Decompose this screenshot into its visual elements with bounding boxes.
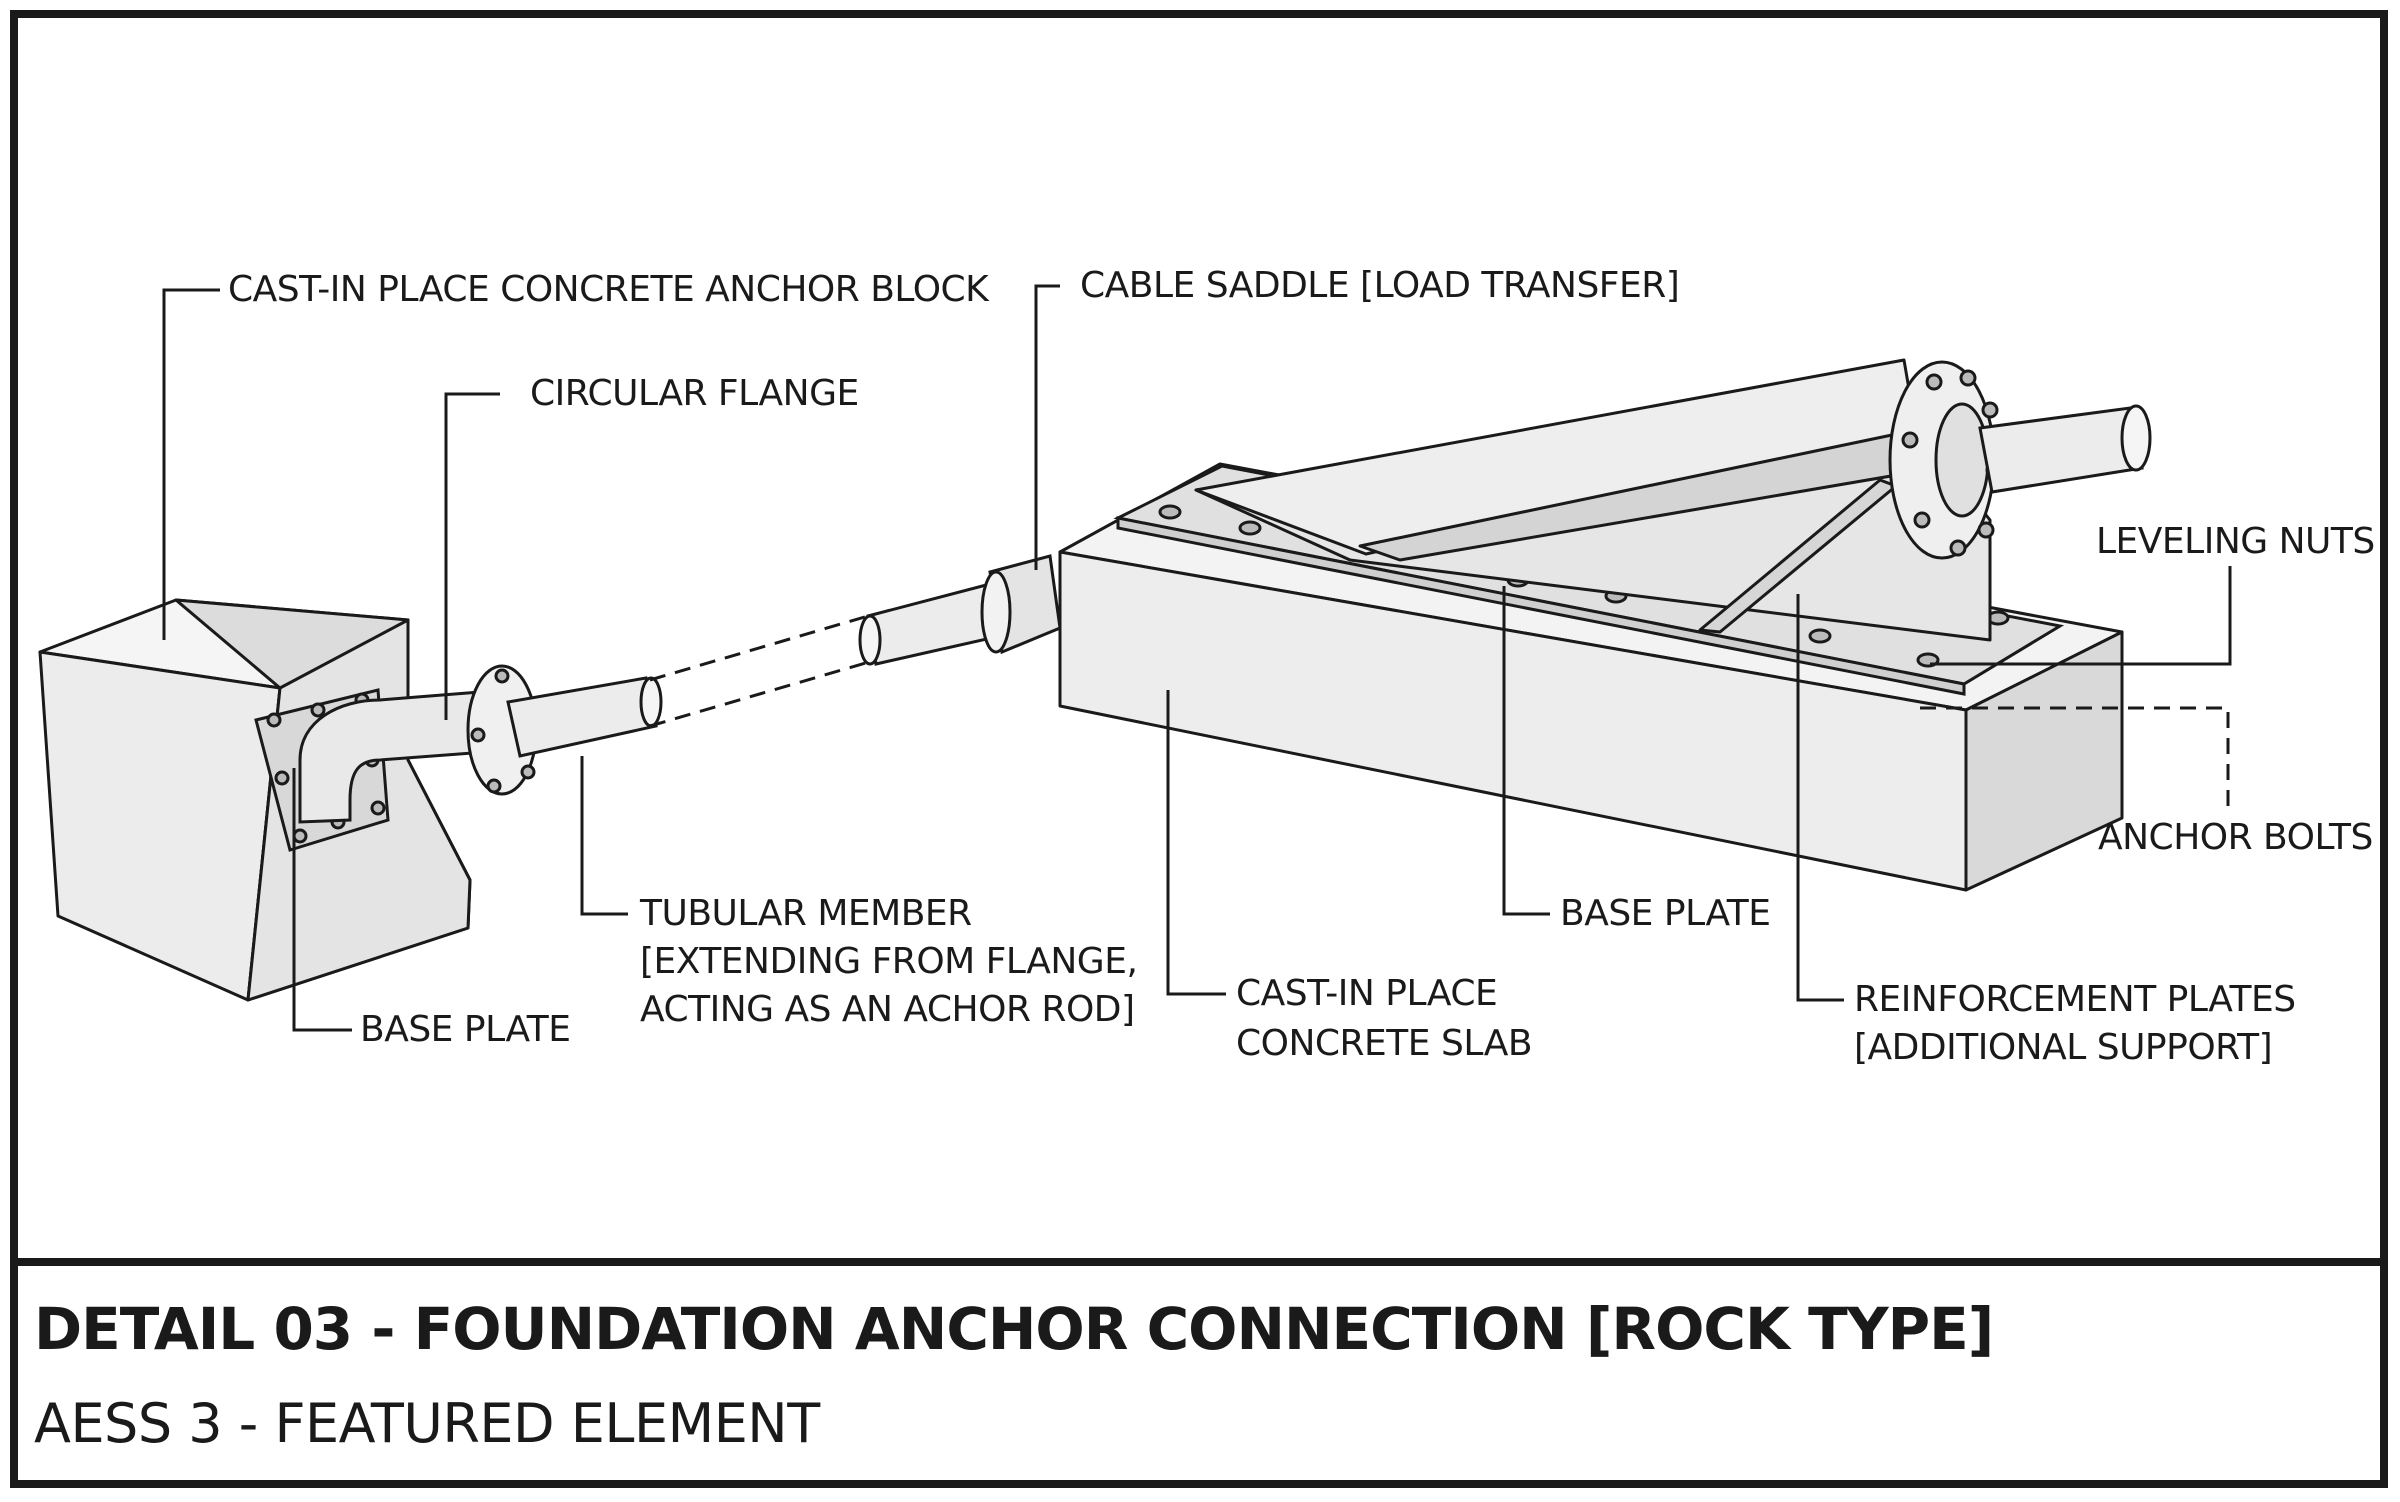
anchor-block — [38, 598, 472, 1002]
dashed-rod-lines — [649, 614, 877, 728]
tubular-member-shape — [506, 676, 663, 758]
label-circular-flange: CIRCULAR FLANGE — [530, 373, 859, 414]
label-reinforcement-2: [ADDITIONAL SUPPORT] — [1854, 1027, 2273, 1068]
label-anchor-bolts: ANCHOR BOLTS — [2098, 817, 2373, 858]
leader-lines — [162, 284, 2232, 1032]
cable-saddle-shape — [1194, 358, 1992, 642]
detail-subtitle: AESS 3 - FEATURED ELEMENT — [34, 1392, 820, 1455]
label-anchor-block: CAST-IN PLACE CONCRETE ANCHOR BLOCK — [228, 269, 989, 310]
label-tubular-member-1: TUBULAR MEMBER — [640, 893, 972, 934]
label-tubular-member-3: ACTING AS AN ACHOR ROD] — [640, 989, 1135, 1030]
label-base-plate-right: BASE PLATE — [1560, 893, 1771, 934]
right-rod-end — [858, 554, 1062, 666]
label-base-plate-left: BASE PLATE — [360, 1009, 571, 1050]
label-concrete-slab-2: CONCRETE SLAB — [1236, 1023, 1533, 1064]
label-leveling-nuts: LEVELING NUTS — [2096, 521, 2375, 562]
label-tubular-member-2: [EXTENDING FROM FLANGE, — [640, 941, 1138, 982]
outer-border — [10, 10, 2388, 1488]
right-flange-shape — [1888, 360, 2003, 560]
right-rod-shape — [1978, 404, 2152, 494]
detail-title: DETAIL 03 - FOUNDATION ANCHOR CONNECTION… — [34, 1295, 1994, 1363]
label-reinforcement-1: REINFORCEMENT PLATES — [1854, 979, 2296, 1020]
label-cable-saddle: CABLE SADDLE [LOAD TRANSFER] — [1080, 265, 1680, 306]
label-concrete-slab-1: CAST-IN PLACE — [1236, 973, 1498, 1014]
